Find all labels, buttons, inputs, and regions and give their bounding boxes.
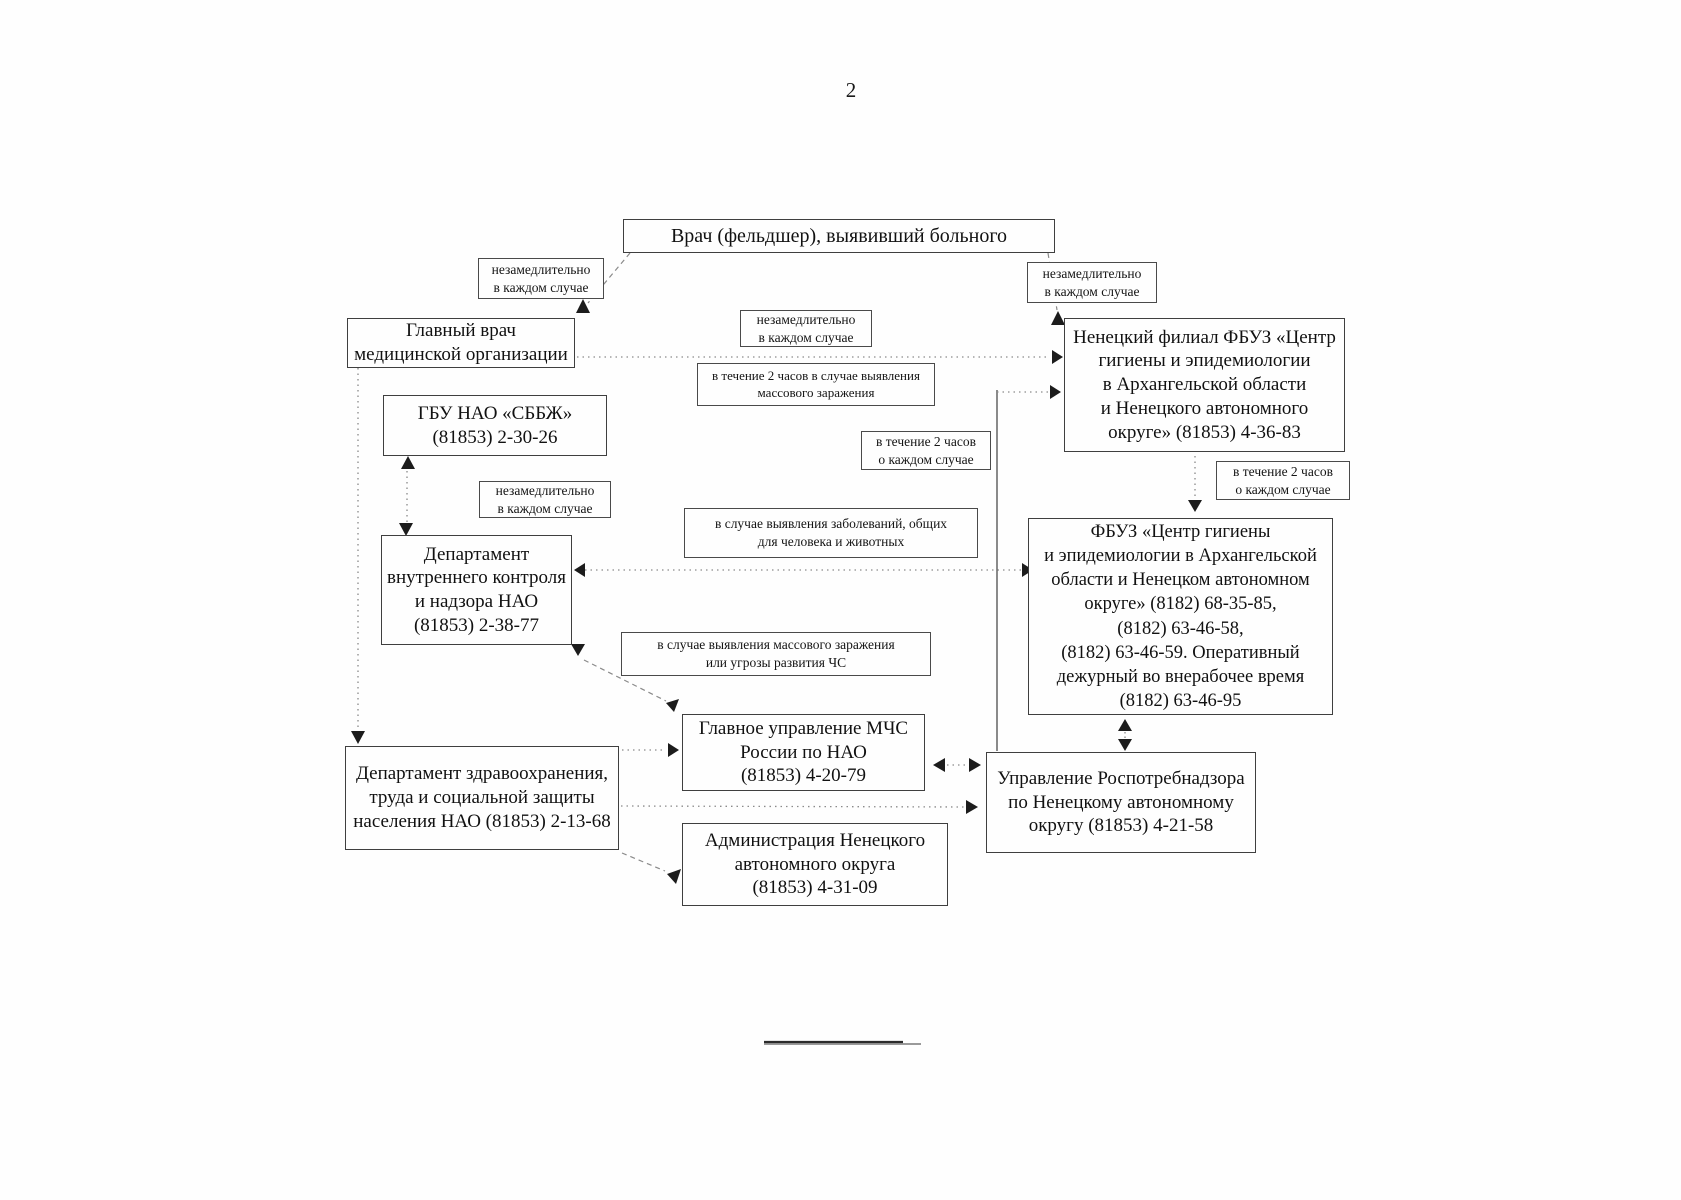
arrow-left-mchs-icon [933, 758, 945, 772]
arrow-ne-mchs-icon [666, 699, 679, 712]
arrow-down-deptcontrol-icon [399, 523, 413, 536]
arrow-up-fbuz-bottom-icon [1118, 719, 1132, 731]
node-chief-physician: Главный врач медицинской организации [347, 318, 575, 368]
arrow-up-nenets-icon [1051, 311, 1065, 325]
connector-deptcontrol-mchs [583, 659, 667, 702]
arrow-down-depthealth-icon [351, 731, 365, 744]
node-dept-health: Департамент здравоохранения, труда и соц… [345, 746, 619, 850]
arrow-right-nenets-1-icon [1052, 350, 1063, 364]
label-within-2h-mass-infection: в течение 2 часов в случае выявления мас… [697, 363, 935, 406]
label-immediately-left: незамедлительно в каждом случае [478, 258, 604, 299]
label-within-2h-each-case-right: в течение 2 часов о каждом случае [1216, 461, 1350, 500]
connector-depthealth-rospotreb [620, 805, 965, 808]
label-common-human-animal: в случае выявления заболеваний, общих дл… [684, 508, 978, 558]
label-within-2h-each-case-center: в течение 2 часов о каждом случае [861, 431, 991, 470]
arrow-up-chief-icon [576, 299, 590, 313]
connector-depthealth-admin [621, 852, 666, 872]
arrow-right-nenets-2-icon [1050, 385, 1061, 399]
arrow-right-mchs-icon [668, 743, 679, 757]
node-rospotrebnadzor: Управление Роспотребнадзора по Ненецкому… [986, 752, 1256, 853]
node-sbbzh: ГБУ НАО «СББЖ» (81853) 2-30-26 [383, 395, 607, 456]
node-nenets-branch-fbuz: Ненецкий филиал ФБУЗ «Центр гигиены и эп… [1064, 318, 1345, 452]
arrow-down-deptcontrol-corner-icon [571, 644, 585, 656]
arrow-right-rospotreb-1-icon [969, 758, 981, 772]
label-immediately-center: незамедлительно в каждом случае [740, 310, 872, 347]
label-immediately-right: незамедлительно в каждом случае [1027, 262, 1157, 303]
arrow-right-rospotreb-2-icon [966, 800, 978, 814]
node-doctor: Врач (фельдшер), выявивший больного [623, 219, 1055, 253]
node-dept-internal-control: Департамент внутреннего контроля и надзо… [381, 535, 572, 645]
arrow-down-fbuz-top-icon [1188, 500, 1202, 512]
arrow-down-rospotreb-top-icon [1118, 739, 1132, 751]
node-administration: Администрация Ненецкого автономного окру… [682, 823, 948, 906]
arrow-left-deptcontrol-icon [574, 563, 585, 577]
arrow-right-fbuz-icon [1022, 563, 1033, 577]
node-fbuz-center: ФБУЗ «Центр гигиены и эпидемиологии в Ар… [1028, 518, 1333, 715]
arrow-ne-admin-icon [667, 869, 681, 884]
page-number: 2 [845, 78, 857, 102]
label-mass-infection-or-emergency: в случае выявления массового заражения и… [621, 632, 931, 676]
node-mchs: Главное управление МЧС России по НАО (81… [682, 714, 925, 791]
label-immediately-mid-left: незамедлительно в каждом случае [479, 481, 611, 518]
arrow-up-sbbzh-icon [401, 456, 415, 469]
